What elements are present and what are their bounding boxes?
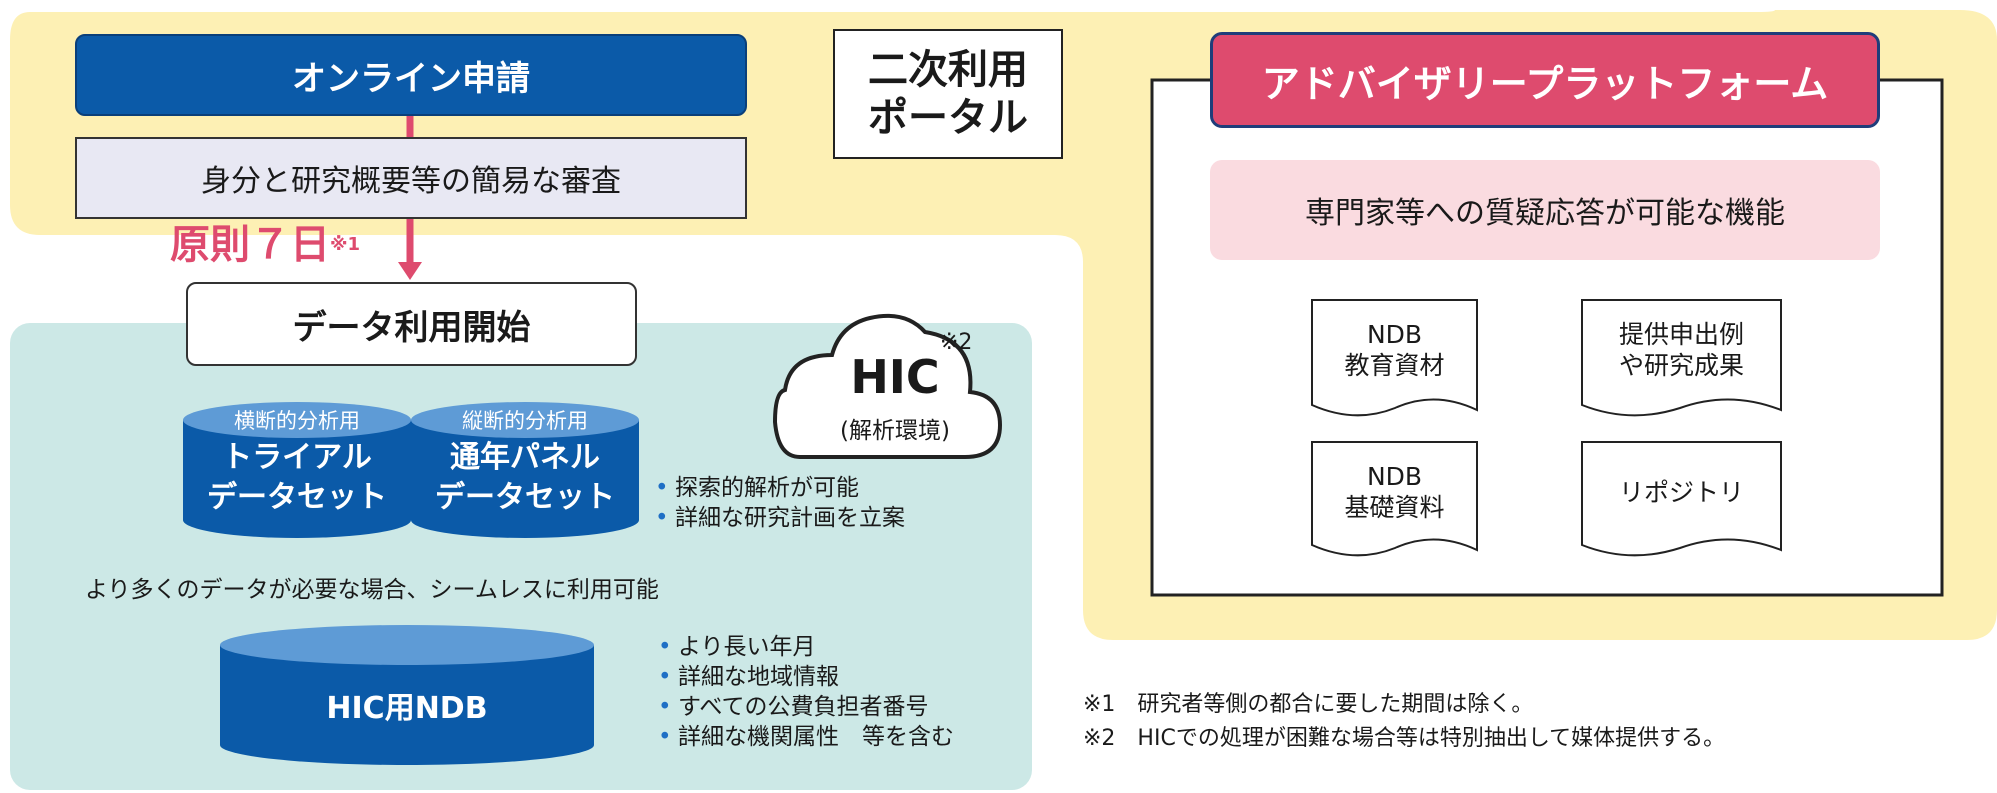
hic-ndb-cylinder [220, 625, 594, 765]
days-text: 原則７日 [170, 222, 330, 268]
seamless-note: より多くのデータが必要な場合、シームレスに利用可能 [85, 577, 659, 603]
hic-ndb-bullet: より長い年月 [658, 632, 954, 662]
dataset-bullet: 詳細な研究計画を立案 [655, 503, 905, 533]
hic-ndb-bullet: すべての公費負担者番号 [658, 692, 954, 722]
dataset-bullet: 探索的解析が可能 [655, 473, 905, 503]
hic-title: HIC [850, 350, 940, 404]
doc-ndb-basic-materials[interactable]: NDB 基礎資料 [1344, 462, 1445, 522]
doc-shape-2 [1581, 299, 1782, 417]
hic-ndb-label[interactable]: HIC用NDB [326, 691, 488, 726]
hic-subtitle: (解析環境) [840, 418, 950, 444]
footnote-2: ※2 HICでの処理が困難な場合等は特別抽出して媒体提供する。 [1083, 726, 1726, 751]
doc-shape-3 [1311, 441, 1478, 557]
hic-footnote-mark: ※2 [940, 330, 973, 355]
arrow-head [398, 262, 422, 280]
panel-dataset-header: 縦断的分析用 [462, 409, 588, 433]
trial-dataset-title[interactable]: トライアル データセット [207, 440, 387, 515]
secondary-use-portal-label[interactable]: 二次利用 ポータル [833, 29, 1063, 159]
doc-shape-4 [1581, 441, 1782, 557]
hic-ndb-bullet-list: より長い年月 詳細な地域情報 すべての公費負担者番号 詳細な機関属性 等を含む [658, 632, 954, 752]
days-footnote-mark: ※1 [330, 234, 361, 255]
simple-review-box: 身分と研究概要等の簡易な審査 [75, 137, 747, 219]
advisory-platform-title[interactable]: アドバイザリープラットフォーム [1210, 32, 1880, 128]
trial-dataset-header: 横断的分析用 [234, 409, 360, 433]
hic-ndb-bullet: 詳細な地域情報 [658, 662, 954, 692]
doc-application-examples[interactable]: 提供申出例 や研究成果 [1618, 320, 1744, 380]
advisory-frame [1150, 78, 1944, 597]
trial-dataset-cylinder [183, 402, 411, 538]
footnotes: ※1 研究者等側の都合に要した期間は除く。 ※2 HICでの処理が困難な場合等は… [1083, 688, 1725, 756]
dataset-bullet-list: 探索的解析が可能 詳細な研究計画を立案 [655, 473, 905, 533]
panel-dataset-cylinder [411, 402, 639, 538]
days-label: 原則７日※1 [170, 220, 360, 270]
hic-cloud-shape [772, 313, 1003, 459]
footnote-1: ※1 研究者等側の都合に要した期間は除く。 [1083, 692, 1534, 717]
online-application-button[interactable]: オンライン申請 [75, 34, 747, 116]
doc-ndb-education-materials[interactable]: NDB 教育資材 [1344, 320, 1445, 380]
expert-qa-box: 専門家等への質疑応答が可能な機能 [1210, 160, 1880, 260]
panel-dataset-title[interactable]: 通年パネル データセット [435, 440, 615, 515]
data-use-start-box: データ利用開始 [186, 282, 637, 366]
hic-ndb-bullet: 詳細な機関属性 等を含む [658, 722, 954, 752]
doc-shape-1 [1311, 299, 1478, 417]
doc-repository[interactable]: リポジトリ [1618, 477, 1744, 507]
